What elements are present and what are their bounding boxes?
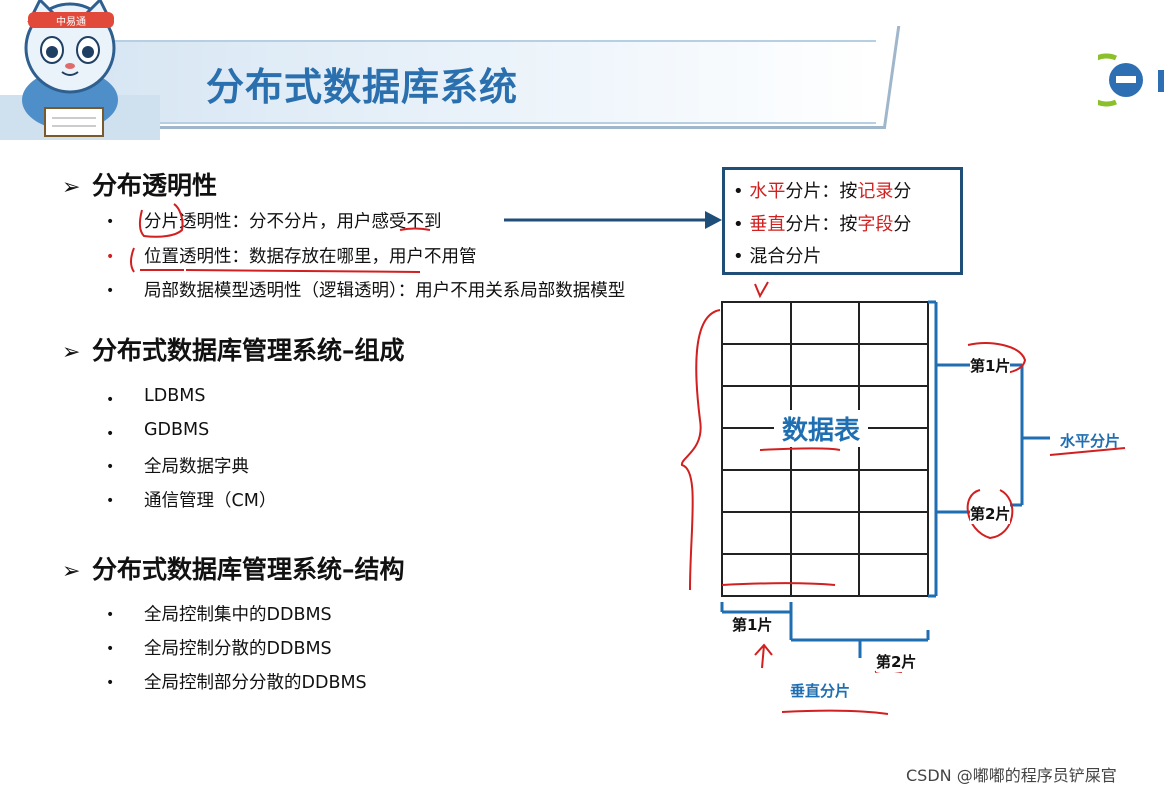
- vertical-fragment-label: 垂直分片: [790, 682, 851, 700]
- fragment-line-horizontal: • 水平分片：按记录分: [733, 181, 912, 202]
- list-item: 全局控制集中的DDBMS: [144, 605, 332, 625]
- mascot-cat-image: 中易通: [0, 0, 160, 140]
- bullet-icon: •: [106, 249, 115, 265]
- vertical-piece-2-label: 第2片: [876, 651, 917, 672]
- table-center-label: 数据表: [774, 410, 869, 447]
- table-diagram: [681, 281, 1126, 715]
- footer-watermark: CSDN @嘟嘟的程序员铲屎官: [906, 766, 1117, 785]
- handwritten-annotations: [130, 203, 431, 273]
- list-item: 分片透明性：分不分片，用户感受不到: [144, 212, 442, 232]
- list-item: LDBMS: [144, 386, 206, 406]
- bullet-icon: •: [106, 641, 115, 657]
- bullet-icon: •: [106, 214, 115, 230]
- bullet-icon: •: [106, 459, 115, 475]
- section-heading-structure: ➢分布式数据库管理系统–结构: [62, 555, 405, 584]
- bullet-icon: •: [106, 607, 115, 623]
- fragment-line-vertical: • 垂直分片：按字段分: [733, 214, 912, 235]
- list-item: 位置透明性：数据存放在哪里，用户不用管: [144, 247, 477, 267]
- arrow-bullet-icon: ➢: [62, 175, 81, 200]
- list-item: 全局控制分散的DDBMS: [144, 639, 332, 659]
- header-banner: [96, 40, 876, 124]
- arrow-bullet-icon: ➢: [62, 559, 81, 584]
- item-emphasis: 位置: [144, 247, 179, 267]
- item-emphasis: 分片: [144, 212, 179, 232]
- bullet-icon: •: [106, 283, 115, 299]
- section-heading-composition: ➢分布式数据库管理系统–组成: [62, 336, 405, 365]
- arrow-bullet-icon: ➢: [62, 340, 81, 365]
- bullet-icon: •: [106, 675, 115, 691]
- section-heading-transparency: ➢分布透明性: [62, 171, 218, 200]
- fragmentation-box: • 水平分片：按记录分 • 垂直分片：按字段分 • 混合分片: [722, 167, 963, 275]
- brand-logo-icon: [1098, 53, 1164, 107]
- horizontal-piece-2-label: 第2片: [970, 503, 1011, 524]
- list-item: 通信管理（CM）: [144, 491, 277, 511]
- list-item: 全局数据字典: [144, 457, 249, 477]
- list-item: 局部数据模型透明性（逻辑透明）：用户不用关系局部数据模型: [144, 281, 626, 301]
- pointer-arrow-icon: [504, 211, 722, 229]
- bullet-icon: •: [106, 392, 115, 408]
- horizontal-piece-1-label: 第1片: [970, 355, 1011, 376]
- list-item: GDBMS: [144, 420, 210, 440]
- page-title: 分布式数据库系统: [206, 65, 519, 109]
- vertical-piece-1-label: 第1片: [732, 614, 773, 635]
- mascot-badge: 中易通: [56, 15, 86, 28]
- fragment-line-mixed: • 混合分片: [733, 246, 822, 267]
- list-item: 全局控制部分分散的DDBMS: [144, 673, 367, 693]
- bullet-icon: •: [106, 426, 115, 442]
- bullet-icon: •: [106, 493, 115, 509]
- horizontal-fragment-label: 水平分片: [1060, 432, 1121, 450]
